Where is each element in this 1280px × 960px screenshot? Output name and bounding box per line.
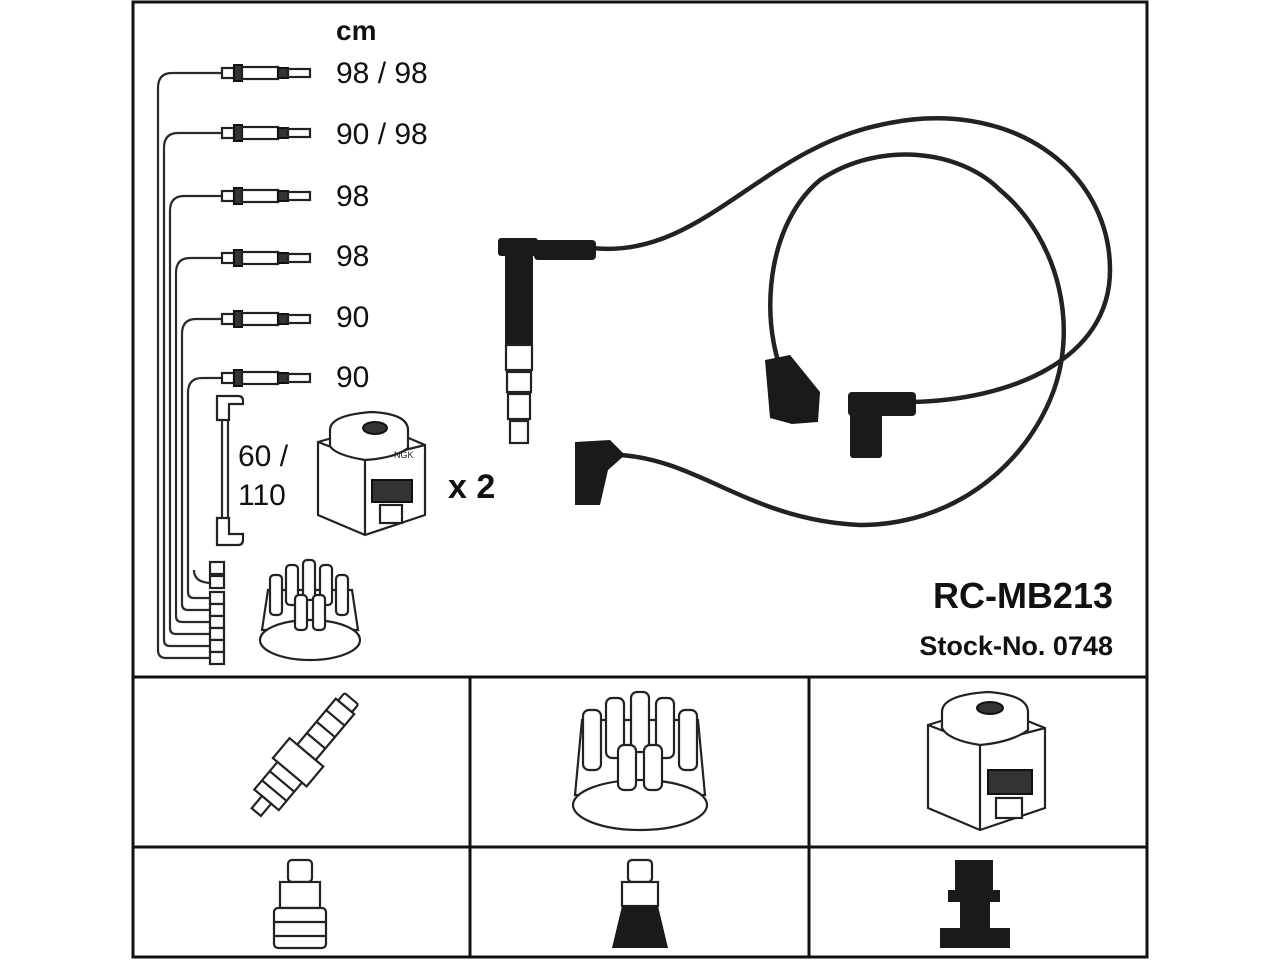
coil-quantity: x 2 <box>448 468 495 506</box>
wire-bundle <box>156 71 224 660</box>
coil-lead <box>215 394 245 547</box>
ignition-coil-large-icon <box>926 690 1047 832</box>
coil-lead-length-line1: 60 / <box>238 440 289 473</box>
coil-lead-length-line2: 110 <box>238 479 286 512</box>
straight-connector-icon <box>272 858 328 950</box>
stock-number: Stock-No. 0748 <box>919 631 1113 661</box>
wire-length-4: 98 <box>336 240 369 273</box>
angled-connector-icon <box>940 860 1010 948</box>
distributor-terminals <box>208 560 226 666</box>
product-code: RC-MB213 <box>933 575 1113 616</box>
wire-length-5: 90 <box>336 301 369 334</box>
cone-connector-icon <box>612 858 668 948</box>
distributor-cap-large-icon <box>571 690 709 832</box>
wire-length-6: 90 <box>336 361 369 394</box>
distributor-cap-icon <box>258 558 362 662</box>
ignition-cable-set <box>498 116 1113 528</box>
wire-length-1: 98 / 98 <box>336 57 428 90</box>
plug-connectors <box>220 64 312 387</box>
unit-label: cm <box>336 15 376 46</box>
spark-plug-icon <box>250 692 359 818</box>
coil-brand-label: NGK <box>394 450 414 460</box>
wire-length-2: 90 / 98 <box>336 118 428 151</box>
wire-length-3: 98 <box>336 180 369 213</box>
diagram-frame <box>131 0 1149 959</box>
ignition-coil-icon: NGK <box>316 410 427 537</box>
